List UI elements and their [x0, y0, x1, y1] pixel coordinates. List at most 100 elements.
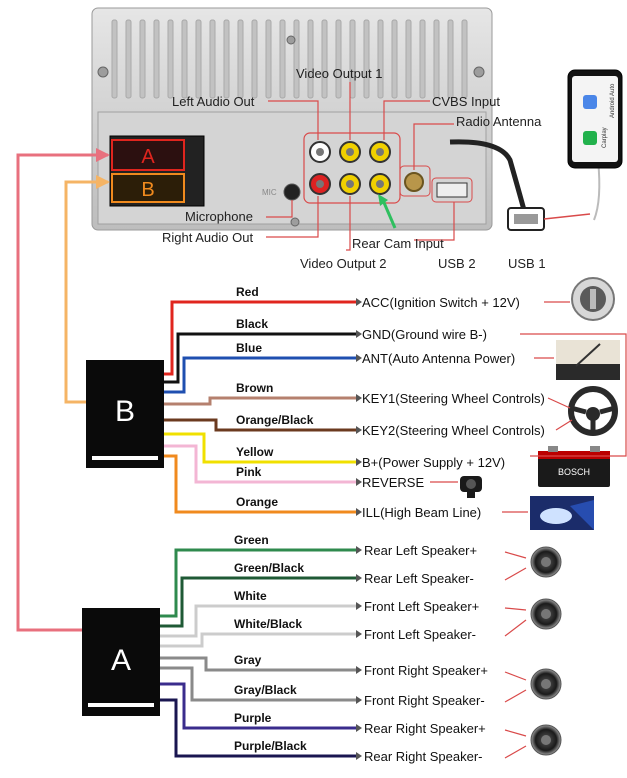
wire-color-label: Green: [234, 533, 269, 547]
link-line-b: [64, 180, 108, 404]
wire-terminal: [356, 724, 362, 732]
vent-slot: [377, 19, 384, 99]
mic-jack-label: MIC: [262, 188, 277, 197]
wire-color-label: Purple/Black: [234, 739, 307, 753]
wire-a-gray: [160, 656, 356, 672]
vent-slot: [251, 19, 258, 99]
vent-slot: [321, 19, 328, 99]
wire-function-label: KEY1(Steering Wheel Controls): [362, 391, 545, 406]
vent-slot: [349, 19, 356, 99]
rca-video-output-1: [339, 141, 361, 163]
connector-b-label: B: [115, 395, 135, 428]
speaker-leader-line: [504, 745, 527, 759]
wire-color-label: Yellow: [236, 445, 274, 459]
rca-left-audio: [309, 141, 331, 163]
screw: [97, 66, 109, 78]
speakers: [504, 546, 562, 759]
screw: [286, 35, 296, 45]
phone-app-label-carplay: Carplay: [602, 127, 608, 148]
rca-video-output-2: [339, 173, 361, 195]
usb-2-frame: [431, 177, 473, 203]
link-line-a: [16, 153, 108, 632]
vent-slot: [139, 19, 146, 99]
speaker-icon: [530, 668, 562, 700]
wire-function-label: Rear Right Speaker+: [364, 721, 486, 736]
screw: [473, 66, 485, 78]
label-video-output-2: Video Output 2: [300, 256, 387, 271]
wire-color-label: White: [234, 589, 267, 603]
wire-terminal: [356, 478, 362, 486]
steering-wheel-icon: [568, 386, 618, 436]
rear-cam-green-arrow: [380, 197, 397, 229]
wire-function-label: GND(Ground wire B-): [362, 327, 487, 342]
wire-color-label: White/Black: [234, 617, 302, 631]
wire-a-purple-black: [160, 698, 356, 758]
wire-terminal: [356, 752, 362, 760]
wire-function-label: KEY2(Steering Wheel Controls): [362, 423, 545, 438]
wire-function-label: ACC(Ignition Switch + 12V): [362, 295, 520, 310]
wire-b-blue: [164, 356, 356, 394]
vent-slots: [111, 19, 468, 99]
ignition-icon: [571, 277, 615, 321]
wire-function-label: Rear Right Speaker-: [364, 749, 483, 764]
wire-function-label: B+(Power Supply + 12V): [362, 455, 505, 470]
label-microphone: Microphone: [185, 209, 253, 224]
rca-rear-cam-input: [369, 173, 391, 195]
wire-color-label: Brown: [236, 381, 273, 395]
vent-slot: [209, 19, 216, 99]
wire-function-label: Front Left Speaker+: [364, 599, 479, 614]
wire-b-black: [164, 332, 356, 384]
wire-b-yellow: [164, 432, 356, 464]
wire-a-green-black: [160, 576, 356, 628]
label-rear-cam-input: Rear Cam Input: [352, 236, 444, 251]
headlight-icon: [530, 496, 594, 530]
speaker-leader-line: [504, 729, 527, 737]
speaker-leader-line: [504, 619, 527, 637]
vent-slot: [181, 19, 188, 99]
vent-slot: [167, 19, 174, 99]
wire-function-label: Rear Left Speaker-: [364, 571, 474, 586]
connector-a-body: [82, 608, 160, 716]
vent-slot: [363, 19, 370, 99]
label-radio-antenna: Radio Antenna: [456, 114, 542, 129]
speaker-leader-line: [504, 671, 527, 681]
speaker-icon: [530, 598, 562, 630]
vent-slot: [433, 19, 440, 99]
wire-terminal: [356, 394, 362, 402]
wire-terminal: [356, 354, 362, 362]
wire-b-orange-black: [164, 418, 356, 432]
wire-function-label: Front Right Speaker+: [364, 663, 488, 678]
phone-cable: [593, 159, 601, 221]
wire-terminal: [356, 330, 362, 338]
vent-slot: [125, 19, 132, 99]
wire-color-label: Orange: [236, 495, 278, 509]
wire-color-label: Purple: [234, 711, 272, 725]
wire-b-red: [164, 300, 356, 376]
carplay-app-icon: [583, 131, 597, 145]
vent-slot: [195, 19, 202, 99]
vent-slot: [293, 19, 300, 99]
mic-jack: [283, 183, 301, 201]
port-callout-lines: [266, 82, 455, 251]
wire-function-label: REVERSE: [362, 475, 424, 490]
wire-a-green: [160, 548, 356, 618]
vent-slot: [237, 19, 244, 99]
label-usb-1: USB 1: [508, 256, 546, 271]
connector-b-block: B: [86, 360, 164, 468]
wire-color-label: Blue: [236, 341, 262, 355]
wire-function-label: Front Left Speaker-: [364, 627, 476, 642]
rear-cam-green-arrow-head: [378, 194, 388, 206]
wire-a-white: [160, 604, 356, 638]
wire-color-label: Green/Black: [234, 561, 304, 575]
wire-color-label: Gray: [234, 653, 262, 667]
link-arrow-b: [96, 175, 110, 189]
wire-color-label: Orange/Black: [236, 413, 314, 427]
label-right-audio-out: Right Audio Out: [162, 230, 253, 245]
wire-terminal: [356, 666, 362, 674]
wire-terminal: [356, 298, 362, 306]
antenna-cable: [449, 139, 527, 211]
connector-a-stripe: [88, 703, 154, 707]
wire-terminal: [356, 602, 362, 610]
connector-a-socket: [111, 139, 185, 171]
